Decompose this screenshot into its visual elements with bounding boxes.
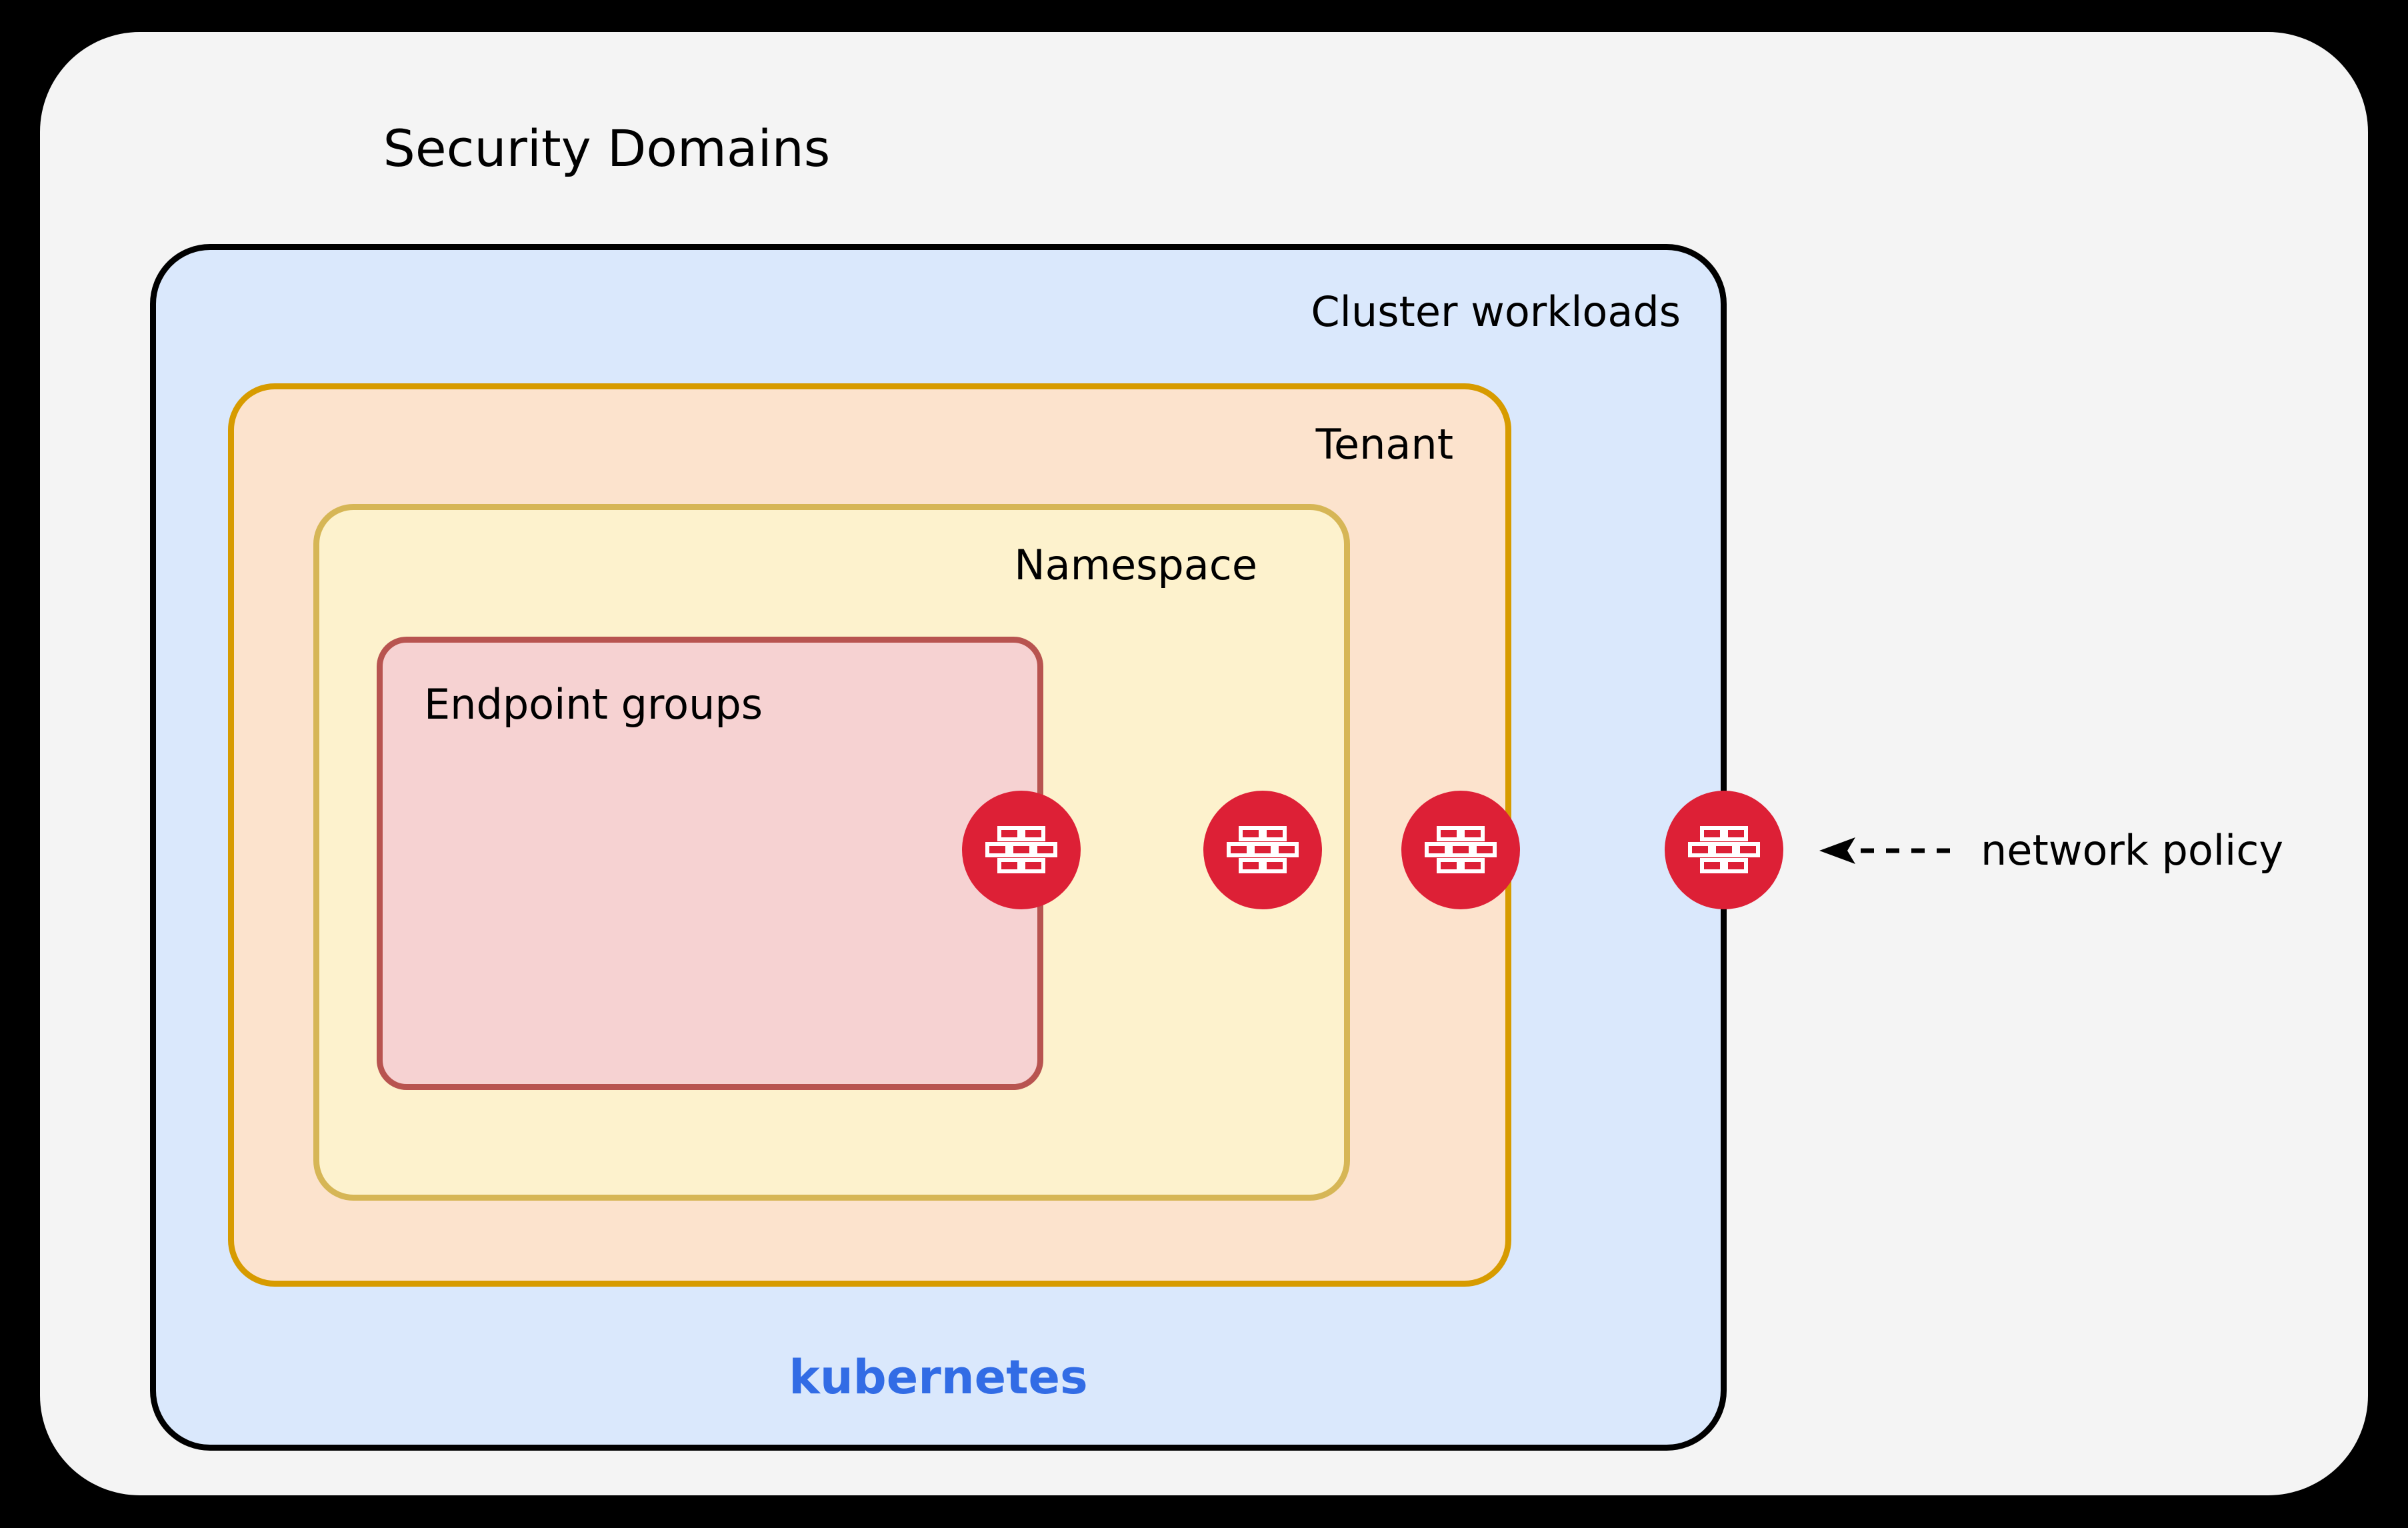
domain-box-endpoint-groups[interactable]: Endpoint groups [377, 637, 1043, 1090]
firewall-node-namespace[interactable] [1203, 791, 1322, 909]
dashed-left-arrow-icon [1817, 837, 1958, 864]
domain-box-namespace[interactable]: Namespace Endpoint groups [313, 504, 1350, 1201]
domain-label-tenant: Tenant [1315, 420, 1453, 469]
page-title: Security Domains [383, 119, 831, 178]
firewall-node-endpoint-groups[interactable] [962, 791, 1081, 909]
firewall-node-tenant[interactable] [1401, 791, 1520, 909]
network-policy-annotation: network policy [1817, 822, 2283, 879]
kubernetes-brand-label: kubernetes [789, 1350, 1088, 1405]
firewall-node-cluster-workloads[interactable] [1665, 791, 1783, 909]
domain-label-cluster-workloads: Cluster workloads [1311, 287, 1681, 336]
domain-label-endpoint-groups: Endpoint groups [424, 680, 763, 729]
domain-label-namespace: Namespace [1014, 541, 1257, 589]
diagram-canvas: Security Domains Cluster workloads Tenan… [40, 32, 2368, 1495]
network-policy-label: network policy [1981, 826, 2284, 875]
